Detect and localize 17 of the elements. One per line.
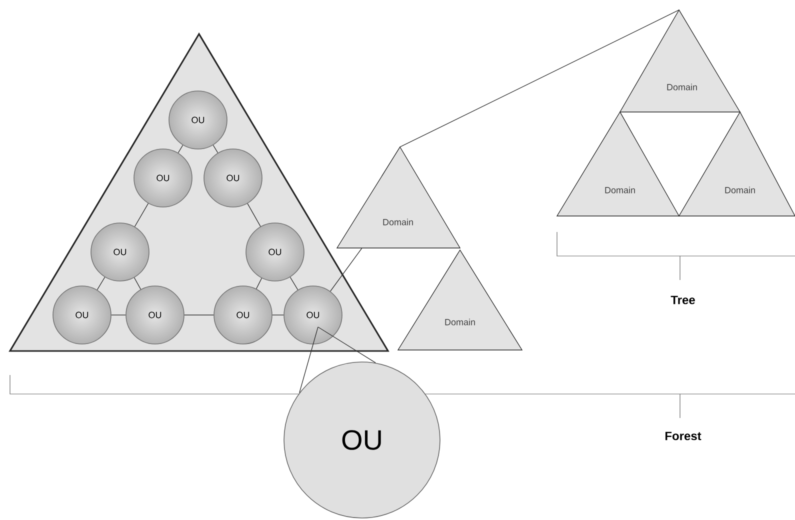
connector-line xyxy=(111,314,126,316)
connector-line xyxy=(272,314,284,316)
connector-line xyxy=(290,276,298,290)
connector-line xyxy=(134,277,142,290)
connector-line xyxy=(330,248,362,292)
connector-line xyxy=(256,278,262,290)
connector-line xyxy=(318,326,376,364)
connector-line xyxy=(299,326,318,394)
connector-line xyxy=(96,276,106,290)
connector-line xyxy=(178,144,184,154)
connector-line xyxy=(212,144,218,154)
bracket-label: Forest xyxy=(665,432,702,440)
connector-line xyxy=(247,203,261,227)
connector-line xyxy=(134,203,149,227)
connector-line xyxy=(400,10,680,148)
connector-line xyxy=(184,314,214,316)
bracket-label: Tree xyxy=(670,296,695,304)
